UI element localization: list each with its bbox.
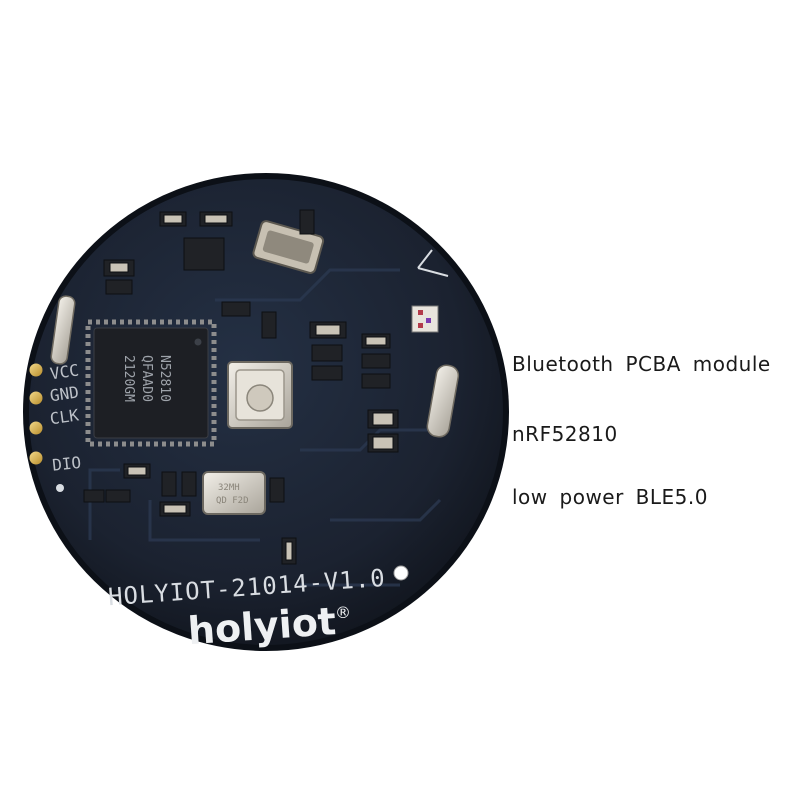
- crystal-oscillator: 32MH QD F2D: [202, 471, 266, 515]
- svg-text:CLK: CLK: [49, 405, 81, 428]
- registered-mark: ®: [335, 603, 351, 622]
- smd-components: [83, 209, 399, 565]
- push-button: [227, 361, 293, 429]
- caption-product-type: Bluetooth PCBA module: [512, 352, 771, 376]
- brand-logo: holyiot: [186, 599, 337, 653]
- nrf52810-chip: N52810 QFAAD0 2120GM: [85, 319, 217, 447]
- silkscreen-corner-mark: [417, 249, 449, 277]
- left-spring-contact: [50, 295, 76, 365]
- pin-pads: [29, 363, 43, 465]
- svg-text:QFAAD0: QFAAD0: [139, 355, 154, 402]
- right-spring-contact: [426, 364, 460, 438]
- svg-text:GND: GND: [49, 382, 80, 405]
- svg-text:DIO: DIO: [51, 453, 82, 475]
- mounting-hole: [393, 565, 409, 581]
- caption-chip-model: nRF52810: [512, 422, 618, 446]
- svg-text:N52810: N52810: [157, 355, 172, 402]
- pin-labels: VCC GND CLK DIO: [49, 360, 82, 474]
- svg-text:32MH: 32MH: [218, 483, 240, 493]
- rgb-led: [411, 305, 439, 333]
- svg-text:QD F2D: QD F2D: [216, 496, 249, 506]
- caption-ble-version: low power BLE5.0: [512, 485, 708, 509]
- svg-text:VCC: VCC: [49, 360, 80, 383]
- fiducial-left: [56, 484, 64, 492]
- svg-text:2120GM: 2120GM: [121, 355, 136, 402]
